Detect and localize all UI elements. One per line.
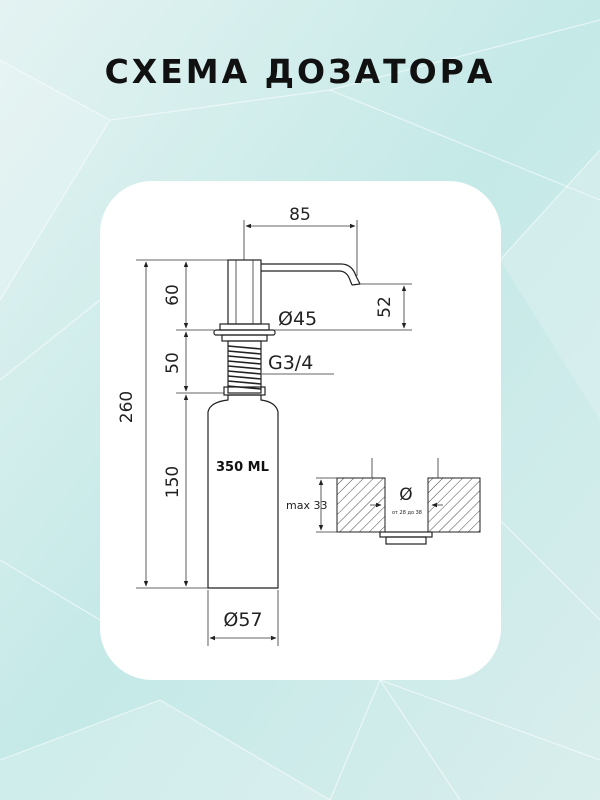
dim-total-height-label: 260 [117, 391, 137, 423]
thread-section [223, 340, 266, 396]
dim-thread-label: G3/4 [268, 352, 313, 374]
mounting-detail [316, 458, 481, 545]
dim-spout-height-label: 52 [375, 296, 395, 318]
dim-bottle-diameter-label: Ø57 [223, 609, 262, 631]
dim-bottle-diameter [207, 590, 279, 646]
dim-spout-height [324, 283, 412, 331]
mounting-hole-range: от 28 до 38 [392, 510, 422, 516]
bottle [207, 394, 279, 589]
page-title: СХЕМА ДОЗАТОРА [104, 52, 496, 91]
flange [213, 323, 276, 342]
dim-spout-reach-label: 85 [289, 205, 311, 225]
dim-head-height-label: 60 [163, 284, 183, 306]
dim-spout-reach [243, 220, 358, 276]
dim-bottle-height-label: 150 [163, 466, 183, 498]
dim-extension-lines [136, 259, 228, 589]
pump-head [227, 259, 262, 325]
bottle-volume-label: 350 ML [216, 460, 269, 475]
dim-flange-diameter-label: Ø45 [278, 308, 317, 330]
dim-thread-height-label: 50 [163, 352, 183, 374]
spout [261, 263, 361, 286]
mounting-hole-symbol: Ø [399, 485, 412, 505]
mounting-max-thickness-label: max 33 [286, 499, 327, 512]
